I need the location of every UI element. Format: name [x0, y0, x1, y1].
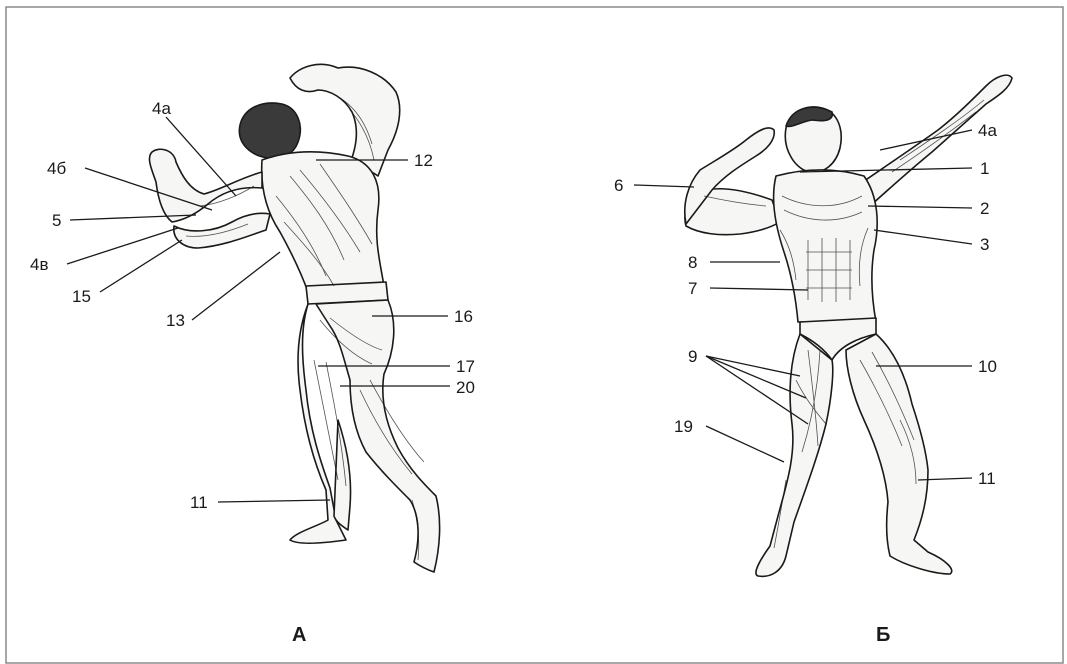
label-back-4v: 4в: [30, 255, 49, 274]
label-front-9: 9: [688, 347, 697, 366]
label-back-4a: 4а: [152, 99, 171, 118]
label-front-4a: 4а: [978, 121, 997, 140]
label-back-15: 15: [72, 287, 91, 306]
label-back-20: 20: [456, 378, 475, 397]
label-back-16: 16: [454, 307, 473, 326]
label-back-4b: 4б: [47, 159, 66, 178]
label-back-17: 17: [456, 357, 475, 376]
label-back-13: 13: [166, 311, 185, 330]
label-back-5: 5: [52, 211, 61, 230]
label-front-7: 7: [688, 279, 697, 298]
label-front-19: 19: [674, 417, 693, 436]
label-front-2: 2: [980, 199, 989, 218]
label-front-8: 8: [688, 253, 697, 272]
label-back-12: 12: [414, 151, 433, 170]
label-front-11: 11: [978, 469, 996, 488]
caption-b: Б: [876, 624, 890, 646]
label-front-3: 3: [980, 235, 989, 254]
label-back-11: 11: [190, 493, 208, 512]
label-front-10: 10: [978, 357, 997, 376]
label-front-1: 1: [980, 159, 989, 178]
caption-a: А: [292, 624, 306, 646]
label-front-6: 6: [614, 176, 623, 195]
